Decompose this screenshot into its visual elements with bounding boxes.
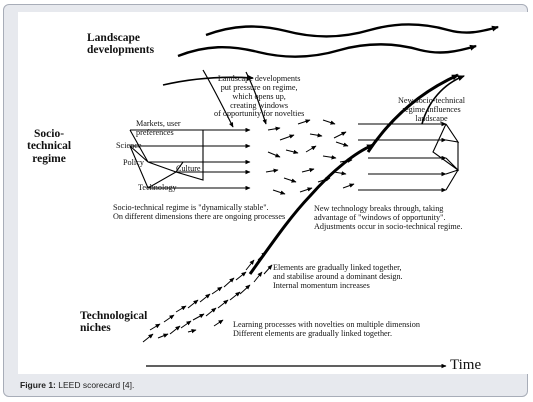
annotation-breakthrough: New technology breaks through, taking ad… xyxy=(314,204,463,231)
regime-level-label: Socio- technical regime xyxy=(27,128,72,165)
new-regime-wireframe xyxy=(358,121,460,193)
dimension-markets: Markets, user preferences xyxy=(136,119,181,137)
figure-panel: Landscape developments Socio- technical … xyxy=(18,12,529,374)
pressure-arrow-1 xyxy=(202,69,234,128)
time-label: Time xyxy=(450,357,482,373)
annotation-stable-regime: Socio-technical regime is "dynamically s… xyxy=(113,203,286,221)
niches-level-label: Technological niches xyxy=(80,310,148,335)
dimension-science: Science xyxy=(116,141,142,150)
landscape-level-label: Landscape developments xyxy=(87,32,155,57)
annotation-linked: Elements are gradually linked together, … xyxy=(273,263,403,290)
dimension-policy: Policy xyxy=(123,158,144,167)
figure-frame: Landscape developments Socio- technical … xyxy=(3,4,529,397)
dimension-technology: Technology xyxy=(138,183,177,192)
regime-wireframe xyxy=(129,127,251,191)
regime-small-arrows xyxy=(265,119,355,195)
breakthrough-trajectory xyxy=(248,143,374,275)
annotation-landscape-pressure: Landscape developments put pressure on r… xyxy=(214,74,305,119)
annotation-learning: Learning processes with novelties on mul… xyxy=(233,320,420,338)
landscape-wave-1 xyxy=(205,23,499,38)
caption-label: Figure 1: xyxy=(20,380,56,390)
landscape-wave-2 xyxy=(177,43,477,58)
niche-small-arrows xyxy=(142,251,273,343)
dimension-culture: Culture xyxy=(176,164,201,173)
upper-trajectory xyxy=(366,73,459,153)
caption-text: LEED scorecard [4]. xyxy=(55,380,135,390)
pressure-arrow-2 xyxy=(245,71,267,125)
annotation-new-regime: New socio-technical regime influences la… xyxy=(398,96,466,123)
figure-caption: Figure 1: LEED scorecard [4]. xyxy=(20,380,134,390)
multi-level-diagram xyxy=(129,23,499,369)
